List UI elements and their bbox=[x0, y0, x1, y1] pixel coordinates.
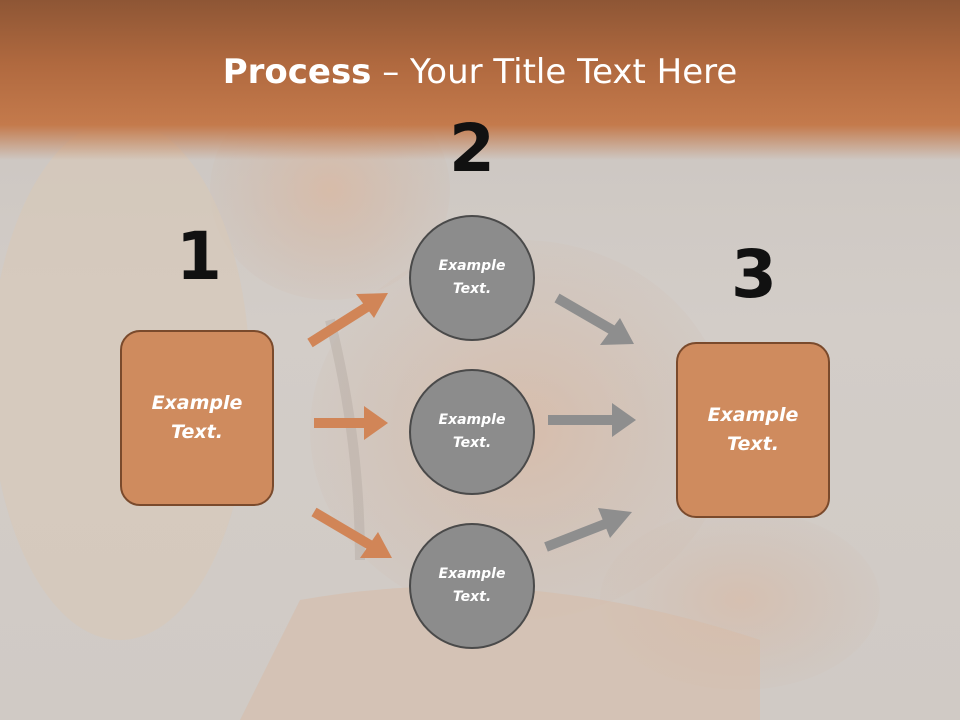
circle-2-line-2: Text. bbox=[452, 435, 492, 451]
title-rest: – Your Title Text Here bbox=[371, 52, 738, 92]
circle-3: Example Text. bbox=[409, 523, 535, 649]
arrow-left-to-circle-2 bbox=[314, 406, 388, 440]
left-box: Example Text. bbox=[120, 330, 274, 506]
circle-3-line-2: Text. bbox=[452, 589, 492, 605]
circle-2-line-1: Example bbox=[438, 412, 506, 428]
right-box: Example Text. bbox=[676, 342, 830, 518]
circle-2-label: Example Text. bbox=[427, 409, 517, 455]
step-number-2: 2 bbox=[449, 110, 495, 187]
right-box-line-1: Example bbox=[707, 404, 799, 426]
arrow-circle-2-to-right bbox=[548, 403, 636, 437]
slide-title: Process – Your Title Text Here bbox=[0, 52, 960, 92]
circle-3-label: Example Text. bbox=[427, 563, 517, 609]
title-bold: Process bbox=[222, 52, 372, 92]
circle-1-line-1: Example bbox=[438, 258, 506, 274]
step-number-1: 1 bbox=[176, 218, 222, 295]
left-box-label: Example Text. bbox=[137, 389, 257, 447]
circle-1: Example Text. bbox=[409, 215, 535, 341]
step-number-3: 3 bbox=[731, 236, 777, 313]
circle-1-line-2: Text. bbox=[452, 281, 492, 297]
arrow-left-to-circle-3 bbox=[311, 507, 392, 558]
circle-1-label: Example Text. bbox=[427, 255, 517, 301]
left-box-line-2: Text. bbox=[171, 421, 223, 443]
right-box-label: Example Text. bbox=[693, 401, 813, 459]
arrow-circle-1-to-right bbox=[554, 293, 634, 345]
right-box-line-2: Text. bbox=[727, 433, 779, 455]
arrow-circle-3-to-right bbox=[544, 508, 632, 552]
circle-2: Example Text. bbox=[409, 369, 535, 495]
title-band bbox=[0, 0, 960, 160]
arrow-left-to-circle-1 bbox=[307, 293, 388, 348]
left-box-line-1: Example bbox=[151, 392, 243, 414]
circle-3-line-1: Example bbox=[438, 566, 506, 582]
